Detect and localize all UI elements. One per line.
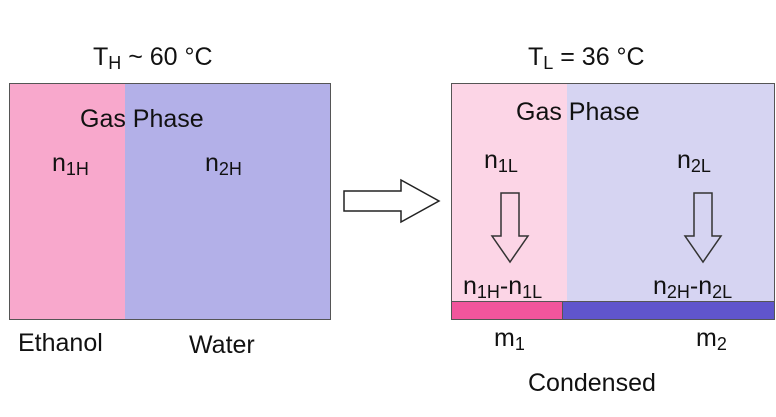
left-water-region (125, 84, 330, 319)
left-ethanol-region (10, 84, 125, 319)
water-condensed-amount-label: n2H-n2L (653, 272, 733, 302)
m1-label: m1 (494, 324, 525, 354)
left-n1h-label: n1H (52, 149, 89, 179)
right-n1l-label: n1L (484, 146, 518, 176)
left-container (9, 83, 331, 320)
left-gas-phase-label: Gas Phase (80, 105, 204, 133)
right-gas-phase-label: Gas Phase (516, 98, 640, 126)
water-condensed-layer (563, 301, 774, 319)
water-label: Water (189, 331, 255, 359)
m2-label: m2 (696, 324, 727, 354)
right-temperature-label: TL = 36 °C (528, 43, 645, 73)
right-ethanol-region (452, 84, 567, 319)
right-n2l-label: n2L (677, 146, 711, 176)
ethanol-condensed-layer (452, 301, 563, 319)
left-temperature-label: TH ~ 60 °C (93, 43, 213, 73)
condensed-label: Condensed (528, 369, 656, 397)
left-n2h-label: n2H (205, 149, 242, 179)
right-container (451, 83, 775, 320)
ethanol-condensed-amount-label: n1H-n1L (463, 272, 543, 302)
ethanol-label: Ethanol (18, 329, 103, 357)
right-water-region (567, 84, 774, 319)
